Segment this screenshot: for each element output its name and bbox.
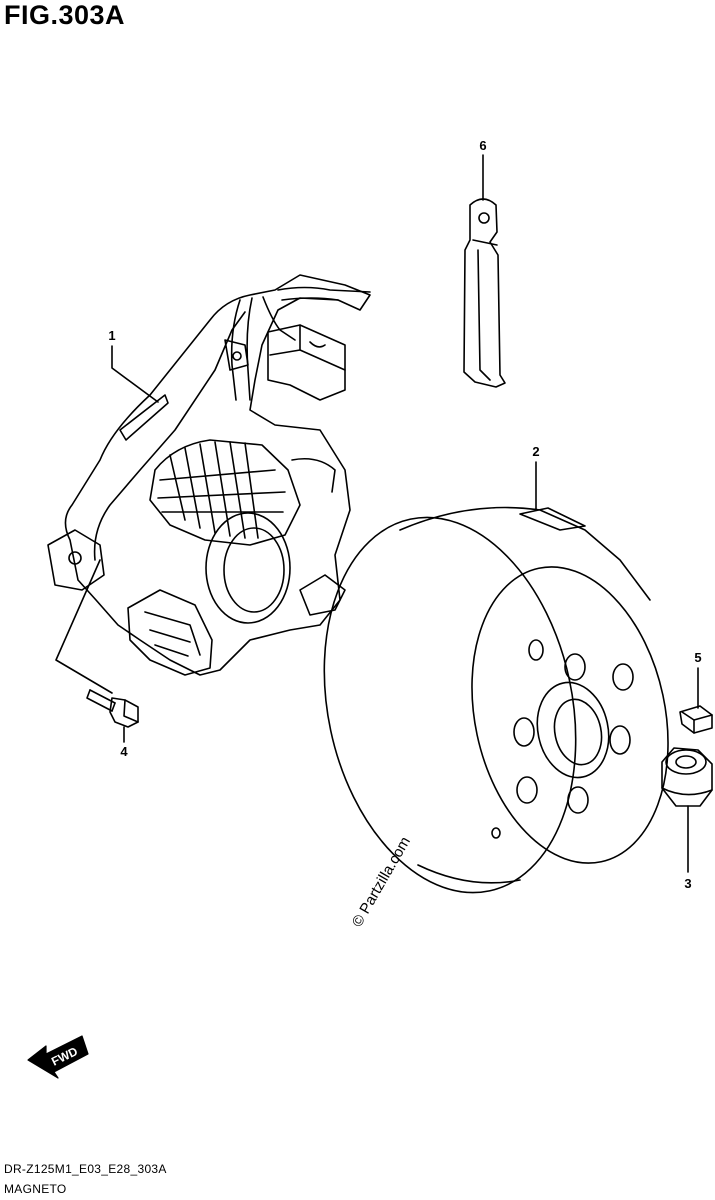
bolt-part xyxy=(55,559,139,743)
rotor-part xyxy=(323,461,669,894)
callout-1: 1 xyxy=(108,328,115,343)
callout-6: 6 xyxy=(479,138,486,153)
watermark: © Partzilla.com xyxy=(349,834,414,930)
figure-title: FIG.303A xyxy=(4,0,126,30)
key-part xyxy=(679,667,713,734)
clamp-part xyxy=(463,154,506,388)
nut-part xyxy=(661,747,713,873)
figure-name: MAGNETO xyxy=(4,1182,67,1196)
stator-assembly-part xyxy=(47,274,371,676)
callout-2: 2 xyxy=(532,444,539,459)
callout-3: 3 xyxy=(684,876,691,891)
callout-5: 5 xyxy=(694,650,701,665)
leader-part-1 xyxy=(111,345,159,403)
forward-arrow-icon: FWD xyxy=(27,1035,89,1079)
callout-4: 4 xyxy=(120,744,128,759)
figure-code: DR-Z125M1_E03_E28_303A xyxy=(4,1162,167,1176)
